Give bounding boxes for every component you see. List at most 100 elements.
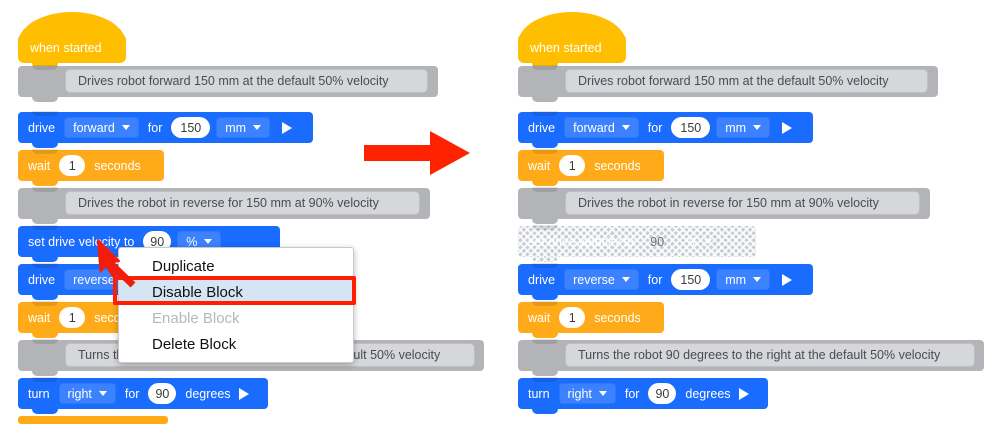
wait-label: wait [28, 158, 51, 173]
turn-direction-value: right [67, 386, 92, 401]
block-bump [32, 219, 58, 224]
block-wait-1[interactable]: wait 1 seconds [518, 149, 664, 186]
wait-seconds-input[interactable]: 1 [59, 155, 86, 176]
block-bump [532, 97, 558, 102]
block-comment-3[interactable]: Turns the robot 90 degrees to the right … [518, 339, 984, 376]
drive-distance-input[interactable]: 150 [171, 117, 211, 138]
play-icon[interactable] [782, 273, 793, 286]
block-comment-1[interactable]: Drives robot forward 150 mm at the defau… [518, 65, 938, 102]
drive-direction-dropdown[interactable]: forward [64, 117, 139, 138]
block-bump [532, 371, 558, 376]
mouse-pointer-red-icon [97, 239, 136, 288]
velocity-unit-dropdown[interactable]: % [677, 231, 722, 252]
drive-direction-value: reverse [73, 272, 115, 287]
context-menu-item-label: Delete Block [152, 335, 237, 353]
block-next-partial[interactable] [18, 416, 168, 424]
block-bump [532, 257, 558, 262]
block-comment-1[interactable]: Drives robot forward 150 mm at the defau… [18, 65, 438, 102]
comment-text-field[interactable]: Drives robot forward 150 mm at the defau… [65, 69, 428, 93]
chevron-down-icon [621, 277, 630, 282]
block-drive-reverse[interactable]: drive reverse for 150 mm [518, 263, 813, 300]
comment-text-field[interactable]: Turns the robot 90 degrees to the right … [565, 343, 975, 367]
block-wait-2[interactable]: wait 1 seconds [518, 301, 664, 338]
block-notch [532, 65, 558, 70]
context-menu-item-label: Disable Block [152, 283, 243, 301]
play-icon[interactable] [282, 121, 293, 134]
comment-text-field[interactable]: Drives robot forward 150 mm at the defau… [565, 69, 928, 93]
context-menu-item-enable-block: Enable Block [119, 305, 353, 331]
block-bump [32, 63, 58, 68]
block-when-started[interactable]: when started [518, 12, 626, 68]
block-drive-forward[interactable]: drive forward for 150 mm [18, 111, 313, 148]
turn-label: turn [528, 386, 550, 401]
wait-seconds-input[interactable]: 1 [559, 307, 586, 328]
chevron-down-icon [753, 277, 762, 282]
block-bump [32, 409, 58, 414]
turn-label: turn [28, 386, 50, 401]
block-notch [532, 111, 558, 116]
degrees-label: degrees [685, 386, 731, 401]
comment-text: Drives the robot in reverse for 150 mm a… [78, 196, 379, 210]
block-notch [32, 65, 58, 70]
turn-degrees-input[interactable]: 90 [148, 383, 177, 404]
context-menu-item-duplicate[interactable]: Duplicate [119, 253, 353, 279]
block-notch [32, 263, 58, 268]
drive-unit-dropdown[interactable]: mm [716, 269, 771, 290]
block-turn-right[interactable]: turn right for 90 degrees [18, 377, 268, 414]
block-when-started[interactable]: when started [18, 12, 126, 68]
drive-distance-input[interactable]: 150 [671, 117, 711, 138]
block-notch [532, 149, 558, 154]
context-menu[interactable]: Duplicate Disable Block Enable Block Del… [118, 247, 354, 363]
play-icon[interactable] [238, 387, 249, 400]
wait-seconds-input[interactable]: 1 [559, 155, 586, 176]
velocity-input[interactable]: 90 [650, 234, 665, 249]
drive-direction-dropdown[interactable]: reverse [564, 269, 639, 290]
drive-distance-input[interactable]: 150 [671, 269, 711, 290]
seconds-label: seconds [594, 158, 641, 173]
drive-unit-dropdown[interactable]: mm [216, 117, 271, 138]
context-menu-item-disable-block[interactable]: Disable Block [119, 279, 353, 305]
turn-degrees-input[interactable]: 90 [648, 383, 677, 404]
drive-direction-value: forward [73, 120, 115, 135]
block-set-drive-velocity-disabled[interactable]: set drive velocity to 90 % [518, 225, 756, 262]
context-menu-item-label: Duplicate [152, 257, 215, 275]
drive-label: drive [28, 120, 56, 135]
turn-direction-dropdown[interactable]: right [58, 383, 116, 404]
comment-text: Turns the robot 90 degrees to the right … [578, 348, 941, 362]
block-wait-1[interactable]: wait 1 seconds [18, 149, 164, 186]
comment-text-field[interactable]: Drives the robot in reverse for 150 mm a… [565, 191, 920, 215]
play-icon[interactable] [738, 387, 749, 400]
for-label: for [147, 120, 163, 135]
block-comment-2[interactable]: Drives the robot in reverse for 150 mm a… [18, 187, 430, 224]
block-comment-2[interactable]: Drives the robot in reverse for 150 mm a… [518, 187, 930, 224]
chevron-down-icon [598, 391, 607, 396]
block-bump [532, 219, 558, 224]
transition-arrow-right-icon [364, 131, 470, 175]
chevron-down-icon [253, 125, 262, 130]
block-bump [532, 63, 558, 68]
turn-direction-value: right [567, 386, 592, 401]
wait-seconds-input[interactable]: 1 [59, 307, 86, 328]
block-bump [32, 333, 58, 338]
block-notch [32, 377, 58, 382]
block-notch [532, 187, 558, 192]
comment-text-field[interactable]: Drives the robot in reverse for 150 mm a… [65, 191, 420, 215]
for-label: for [624, 386, 640, 401]
turn-direction-dropdown[interactable]: right [558, 383, 616, 404]
wait-label: wait [528, 158, 551, 173]
block-notch [532, 263, 558, 268]
block-bump [32, 257, 58, 262]
block-bump [532, 295, 558, 300]
drive-unit-dropdown[interactable]: mm [716, 117, 771, 138]
block-drive-forward[interactable]: drive forward for 150 mm [518, 111, 813, 148]
velocity-input[interactable]: 90 [143, 231, 172, 252]
drive-direction-dropdown[interactable]: forward [564, 117, 639, 138]
drive-label: drive [528, 120, 556, 135]
play-icon[interactable] [782, 121, 793, 134]
block-bump [32, 371, 58, 376]
block-turn-right[interactable]: turn right for 90 degrees [518, 377, 768, 414]
block-notch [32, 225, 58, 230]
context-menu-item-delete-block[interactable]: Delete Block [119, 331, 353, 357]
velocity-unit-value: % [186, 234, 198, 249]
for-label: for [124, 386, 140, 401]
